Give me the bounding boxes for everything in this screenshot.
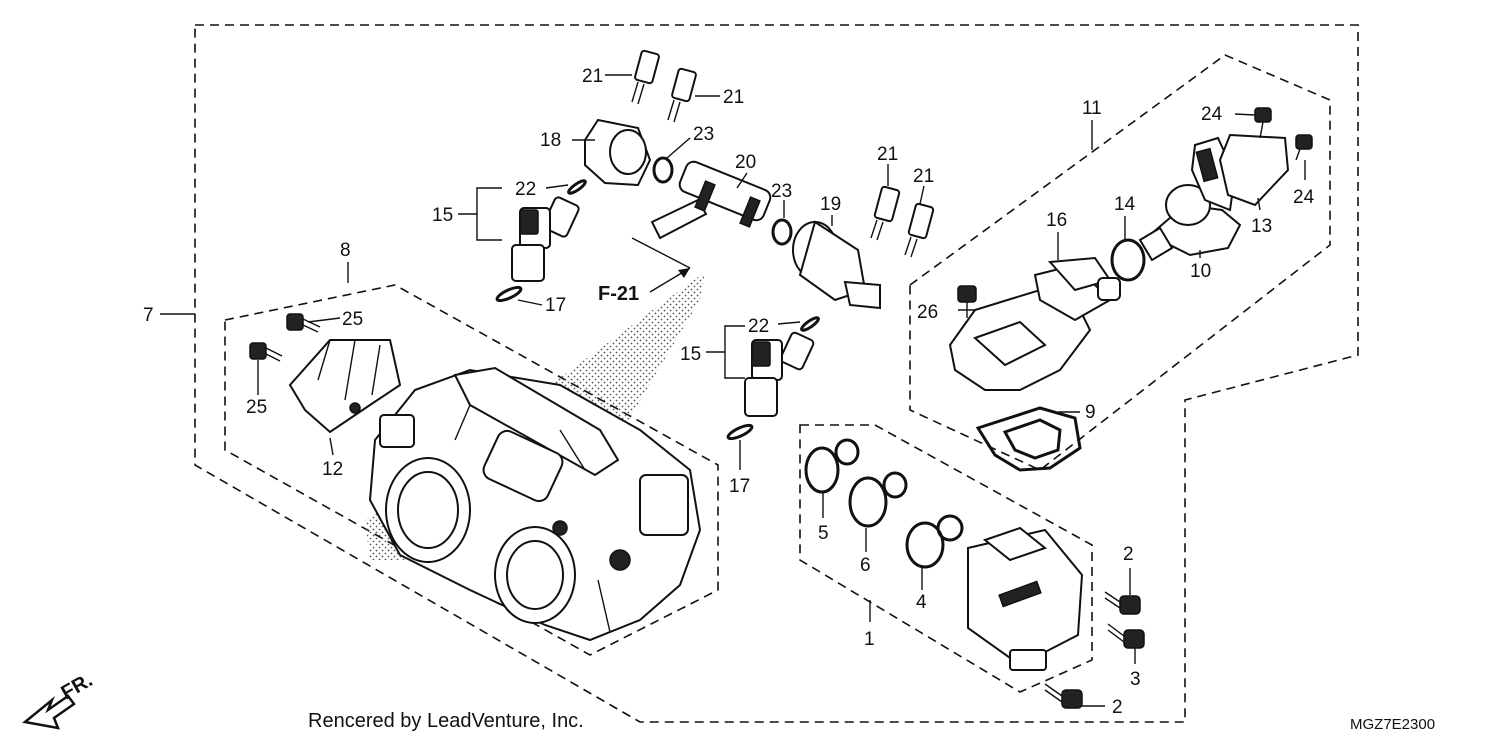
- callout-20: 20: [735, 152, 756, 173]
- callout-11: 11: [1082, 98, 1102, 119]
- o-ring-23-upper: [652, 156, 674, 184]
- callout-21-a: 21: [582, 66, 603, 87]
- callout-18: 18: [540, 130, 561, 151]
- control-module-group-boundary: [799, 424, 1093, 693]
- callout-9: 9: [1085, 402, 1096, 423]
- callout-21-b: 21: [723, 87, 744, 108]
- callout-1: 1: [864, 629, 875, 650]
- callout-6: 6: [860, 555, 871, 576]
- screw-3: [1107, 623, 1145, 649]
- gasket-9: [975, 406, 1082, 472]
- o-ring-14: [1110, 238, 1146, 282]
- valve-group-boundary: [909, 54, 1331, 471]
- diagram-code: MGZ7E2300: [1350, 716, 1436, 733]
- bracket-12: [288, 339, 402, 434]
- assembly-7-boundary: [194, 24, 1359, 723]
- callout-2-lower: 2: [1112, 697, 1123, 718]
- callout-21-d: 21: [913, 166, 934, 187]
- callout-25-upper: 25: [342, 309, 363, 330]
- callout-8: 8: [340, 240, 351, 261]
- callout-10: 10: [1190, 261, 1211, 282]
- callout-17-upper: 17: [545, 295, 566, 316]
- callout-26: 26: [917, 302, 938, 323]
- gasket-5: [804, 438, 860, 494]
- valve-10: [1138, 136, 1242, 262]
- bolt-21-d: [904, 202, 935, 258]
- callout-15-lower: 15: [680, 344, 701, 365]
- callout-19: 19: [820, 194, 841, 215]
- callout-2-upper: 2: [1123, 544, 1134, 565]
- gasket-6: [848, 471, 908, 528]
- bolt-21-b: [667, 67, 697, 123]
- gasket-4: [905, 514, 964, 569]
- callout-12: 12: [322, 459, 343, 480]
- injector-15-upper: [495, 179, 587, 303]
- throttle-body: [368, 366, 702, 642]
- callout-13: 13: [1251, 216, 1272, 237]
- bolt-21-a: [631, 49, 660, 105]
- holder-18: [584, 118, 652, 187]
- screw-24-left: [1254, 107, 1272, 139]
- screw-24-right: [1295, 134, 1313, 161]
- callout-22-upper: 22: [515, 179, 536, 200]
- callout-5: 5: [818, 523, 829, 544]
- injector-15-lower: [726, 316, 820, 441]
- callout-23-upper: 23: [693, 124, 714, 145]
- bolt-25-lower: [249, 342, 283, 362]
- valve-body-16: [948, 256, 1121, 391]
- gasket-13: [1218, 133, 1290, 207]
- callout-4: 4: [916, 592, 927, 613]
- holder-19: [792, 220, 881, 310]
- fuel-joint-20: [650, 160, 772, 240]
- callout-25-lower: 25: [246, 397, 267, 418]
- callout-labels: 7 8 11 12 25 25 21 21 21 21 18 23 23 20 …: [143, 66, 1315, 718]
- callout-7: 7: [143, 305, 154, 326]
- callout-23-lower: 23: [771, 181, 792, 202]
- callout-14: 14: [1114, 194, 1136, 215]
- screw-2-lower: [1044, 683, 1083, 709]
- reference-f21: F-21: [598, 283, 639, 305]
- callout-17-lower: 17: [729, 476, 750, 497]
- callout-24-left: 24: [1201, 104, 1223, 125]
- leader-lines: [160, 74, 1306, 707]
- credit-text: Rencered by LeadVenture, Inc.: [308, 710, 584, 732]
- callout-24-right: 24: [1293, 187, 1315, 208]
- o-ring-23-lower: [771, 218, 793, 246]
- control-module-1: [967, 526, 1084, 671]
- callout-15-upper: 15: [432, 205, 453, 226]
- bolt-21-c: [870, 185, 901, 241]
- throttle-body-group-boundary: [224, 284, 719, 656]
- front-direction-arrow: FR.: [22, 669, 96, 730]
- callout-3: 3: [1130, 669, 1141, 690]
- callout-22-lower: 22: [748, 316, 769, 337]
- bolt-25-upper: [286, 313, 321, 333]
- callout-21-c: 21: [877, 144, 898, 165]
- screw-2-upper: [1104, 591, 1141, 615]
- callout-16: 16: [1046, 210, 1067, 231]
- gasket-9-inner: [1002, 418, 1062, 460]
